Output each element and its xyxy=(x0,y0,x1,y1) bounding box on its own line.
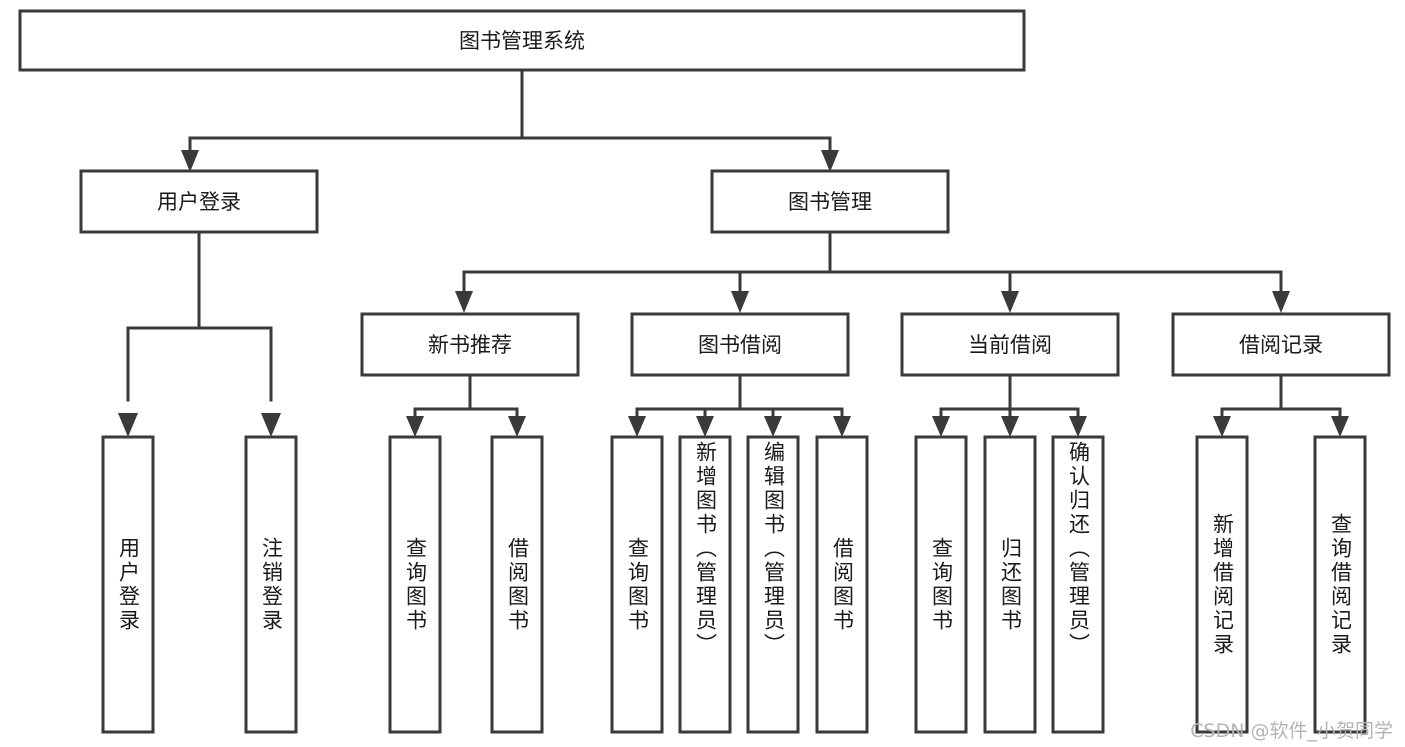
leaf-node-query-book-borrow[interactable] xyxy=(610,435,664,734)
node-book-management[interactable]: 图书管理 xyxy=(710,169,950,234)
connector-bookmgmt-to-level3 xyxy=(455,230,1290,313)
connector-root-to-level2 xyxy=(181,68,839,172)
leaf-node-borrow-book[interactable] xyxy=(815,435,869,734)
node-current-borrow-label: 当前借阅 xyxy=(968,333,1052,357)
connector-borrow-to-leaves xyxy=(628,373,851,437)
connector-userlogin-to-leaves xyxy=(118,230,281,437)
node-root[interactable]: 图书管理系统 xyxy=(18,9,1026,72)
node-book-borrow-label: 图书借阅 xyxy=(698,333,782,357)
leaf-node-add-borrow-record[interactable] xyxy=(1195,435,1249,734)
leaf-node-query-book-rec[interactable] xyxy=(388,435,442,734)
leaf-node-query-borrow-record[interactable] xyxy=(1313,435,1367,734)
connector-records-to-leaves xyxy=(1213,373,1349,437)
connector-newbook-to-leaves xyxy=(406,373,526,437)
leaf-node-add-book-admin[interactable] xyxy=(678,435,732,734)
leaf-node-confirm-return-admin[interactable] xyxy=(1051,435,1105,734)
leaf-node-return-book[interactable] xyxy=(983,435,1037,734)
leaf-node-borrow-book-rec[interactable] xyxy=(490,435,544,734)
leaf-node-user-login[interactable] xyxy=(101,435,155,734)
leaf-node-query-book-current[interactable] xyxy=(914,435,968,734)
node-user-login[interactable]: 用户登录 xyxy=(79,169,319,234)
leaf-node-edit-book-admin[interactable] xyxy=(746,435,800,734)
node-root-label: 图书管理系统 xyxy=(459,29,585,53)
connector-current-to-leaves xyxy=(932,373,1087,437)
node-borrow-records[interactable]: 借阅记录 xyxy=(1171,312,1391,377)
node-new-book-recommend[interactable]: 新书推荐 xyxy=(360,312,580,377)
node-borrow-records-label: 借阅记录 xyxy=(1239,333,1323,357)
node-new-book-recommend-label: 新书推荐 xyxy=(428,333,512,357)
node-book-borrow[interactable]: 图书借阅 xyxy=(630,312,850,377)
node-user-login-label: 用户登录 xyxy=(157,190,241,214)
node-book-management-label: 图书管理 xyxy=(788,190,872,214)
node-current-borrow[interactable]: 当前借阅 xyxy=(900,312,1120,377)
leaf-node-logout[interactable] xyxy=(244,435,298,734)
